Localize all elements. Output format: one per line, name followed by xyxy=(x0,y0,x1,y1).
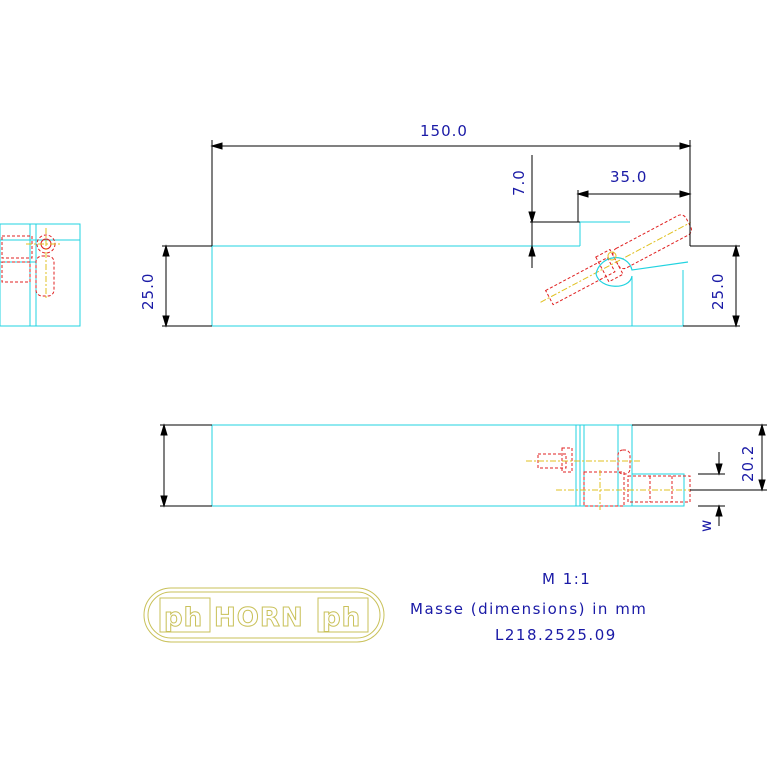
logo-left-mark: ph xyxy=(164,603,203,633)
dim-height-right: 25.0 xyxy=(709,273,727,310)
dim-step-height: 7.0 xyxy=(510,169,528,196)
part-number: L218.2525.09 xyxy=(495,626,617,644)
front-view xyxy=(211,214,692,327)
dim-height-left: 25.0 xyxy=(139,273,157,310)
dim-head-length: 35.0 xyxy=(610,168,647,186)
logo-brand: HORN xyxy=(214,603,304,633)
scale-note: M 1:1 xyxy=(542,570,591,588)
dimension-lines xyxy=(160,140,767,526)
top-view xyxy=(211,424,700,510)
logo-right-mark: ph xyxy=(322,603,361,633)
dim-total-length: 150.0 xyxy=(420,122,468,140)
dim-width-top: 20.2 xyxy=(739,445,757,482)
horn-logo: ph HORN ph xyxy=(143,587,385,643)
end-view xyxy=(0,223,81,327)
dim-w-label: w xyxy=(697,519,715,532)
units-note: Masse (dimensions) in mm xyxy=(410,600,647,618)
